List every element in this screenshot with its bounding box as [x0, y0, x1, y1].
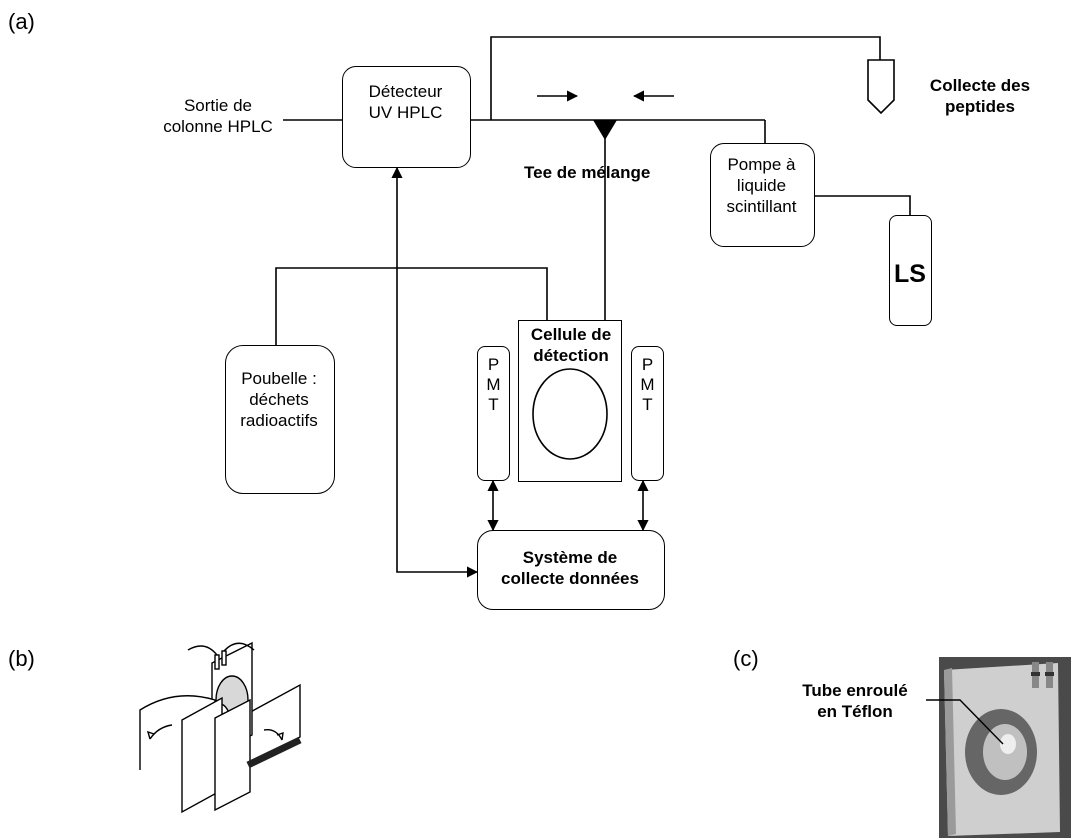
cell-assembly-sketch [140, 643, 300, 812]
collection-tube [868, 60, 894, 113]
line-cellule-poubelle [276, 268, 547, 345]
systeme-box: Système de collecte données [477, 530, 665, 610]
pompe-box: Pompe à liquide scintillant [710, 143, 815, 247]
label-collecte-peptides: Collecte des peptides [905, 75, 1055, 117]
panel-label-b: (b) [8, 646, 35, 672]
label-tube-teflon: Tube enroulé en Téflon [780, 680, 930, 722]
line-pompe-ls [815, 196, 910, 215]
line-to-collecte [491, 37, 880, 120]
label-sortie-hplc: Sortie de colonne HPLC [155, 95, 281, 137]
arrow-detecteur-systeme [397, 168, 477, 572]
tee-triangle [593, 120, 617, 140]
panel-label-c: (c) [733, 646, 759, 672]
panel-label-a: (a) [8, 9, 35, 35]
detection-cell-photo [939, 657, 1071, 838]
cellule-box: Cellule de détection [518, 320, 622, 482]
poubelle-box: Poubelle : déchets radioactifs [225, 345, 335, 494]
detecteur-box: Détecteur UV HPLC [342, 66, 471, 168]
ls-bottle: LS [889, 215, 932, 326]
pmt-left: P M T [477, 346, 510, 481]
label-tee-melange: Tee de mélange [524, 162, 650, 183]
pmt-right: P M T [631, 346, 664, 481]
